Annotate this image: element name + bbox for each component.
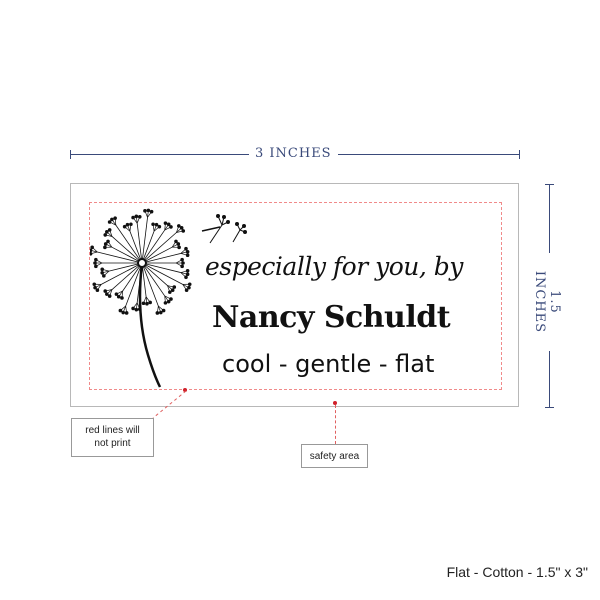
width-dimension-label: 3 INCHES bbox=[249, 146, 338, 161]
product-caption: Flat - Cotton - 1.5" x 3" bbox=[446, 564, 588, 580]
label-line-2-name: Nancy Schuldt bbox=[212, 300, 451, 335]
dandelion-icon bbox=[90, 208, 247, 388]
label-line-3: cool - gentle - flat bbox=[222, 350, 435, 378]
width-dimension-tick-right bbox=[519, 150, 520, 159]
height-dimension-tick-bottom bbox=[545, 407, 554, 408]
safety-area-marker bbox=[333, 401, 337, 405]
height-dimension-label: 1.5 INCHES bbox=[532, 253, 562, 351]
label-preview bbox=[70, 183, 519, 407]
red-lines-marker bbox=[183, 388, 187, 392]
width-dimension-tick-left bbox=[70, 150, 71, 159]
label-line-1: especially for you, by bbox=[205, 252, 463, 281]
height-dimension-tick-top bbox=[545, 184, 554, 185]
safety-area-leader bbox=[335, 405, 336, 444]
safety-area-note: safety area bbox=[301, 444, 368, 468]
red-lines-leader bbox=[152, 390, 187, 419]
red-lines-note: red lines will not print bbox=[71, 418, 154, 457]
safety-area-outline bbox=[89, 202, 502, 390]
